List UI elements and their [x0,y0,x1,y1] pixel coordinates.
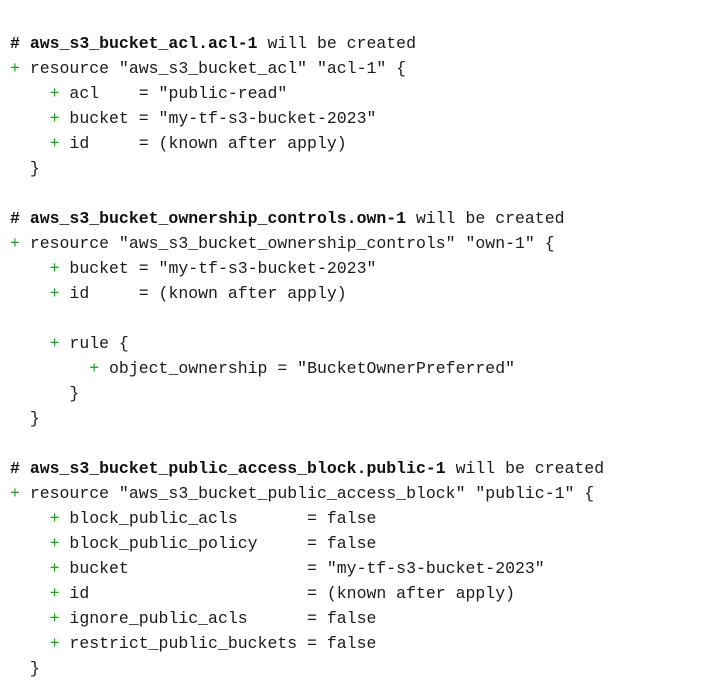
add-marker: + [49,258,60,278]
line-text: bucket = "my-tf-s3-bucket-2023" [69,558,545,578]
add-marker: + [49,83,60,103]
resource-action-note: will be created [406,208,565,228]
add-marker: + [10,58,20,78]
add-marker: + [89,358,100,378]
line-text: restrict_public_buckets = false [69,633,377,653]
closing-brace-line: } [10,381,714,406]
attribute-line: + id = (known after apply) [10,281,714,306]
add-marker: + [49,633,60,653]
line-text: resource "aws_s3_bucket_acl" "acl-1" { [29,58,407,78]
terraform-plan-output: # aws_s3_bucket_acl.acl-1 will be create… [0,17,714,681]
add-marker: + [10,483,20,503]
line-text: } [29,658,40,678]
closing-brace-line: } [10,406,714,431]
line-text: object_ownership = "BucketOwnerPreferred… [109,358,515,378]
line-text: acl = "public-read" [69,83,288,103]
resource-declaration-line: + resource "aws_s3_bucket_public_access_… [10,481,714,506]
line-text: id = (known after apply) [69,133,347,153]
resource-header-line: # aws_s3_bucket_public_access_block.publ… [10,456,714,481]
add-marker: + [49,608,60,628]
add-marker: + [49,133,60,153]
line-text: resource "aws_s3_bucket_ownership_contro… [29,233,555,253]
line-text: bucket = "my-tf-s3-bucket-2023" [69,108,377,128]
line-text: ignore_public_acls = false [69,608,377,628]
attribute-line: + block_public_acls = false [10,506,714,531]
add-marker: + [49,333,60,353]
resource-declaration-line: + resource "aws_s3_bucket_ownership_cont… [10,231,714,256]
attribute-line: + bucket = "my-tf-s3-bucket-2023" [10,256,714,281]
resource-header-line: # aws_s3_bucket_ownership_controls.own-1… [10,206,714,231]
add-marker: + [49,508,60,528]
blank-line [10,181,714,206]
closing-brace-line: } [10,156,714,181]
resource-address: aws_s3_bucket_ownership_controls.own-1 [29,208,407,228]
add-marker: + [49,583,60,603]
comment-hash-marker: # [10,33,20,53]
blank-line [10,431,714,456]
resource-address: aws_s3_bucket_public_access_block.public… [29,458,446,478]
attribute-line: + block_public_policy = false [10,531,714,556]
add-marker: + [49,558,60,578]
resource-action-note: will be created [445,458,605,478]
attribute-line: + id = (known after apply) [10,131,714,156]
attribute-line: + rule { [10,331,714,356]
resource-declaration-line: + resource "aws_s3_bucket_acl" "acl-1" { [10,56,714,81]
add-marker: + [49,533,60,553]
attribute-line: + bucket = "my-tf-s3-bucket-2023" [10,106,714,131]
line-text: block_public_acls = false [69,508,377,528]
resource-header-line: # aws_s3_bucket_acl.acl-1 will be create… [10,31,714,56]
comment-hash-marker: # [10,458,20,478]
comment-hash-marker: # [10,208,20,228]
add-marker: + [10,233,20,253]
line-text: id = (known after apply) [69,583,515,603]
line-text: } [29,158,40,178]
attribute-line: + ignore_public_acls = false [10,606,714,631]
attribute-line: + restrict_public_buckets = false [10,631,714,656]
line-text: id = (known after apply) [69,283,347,303]
line-text: block_public_policy = false [69,533,377,553]
add-marker: + [49,283,60,303]
line-text: bucket = "my-tf-s3-bucket-2023" [69,258,377,278]
resource-action-note: will be created [257,33,416,53]
add-marker: + [49,108,60,128]
attribute-line: + bucket = "my-tf-s3-bucket-2023" [10,556,714,581]
attribute-line: + id = (known after apply) [10,581,714,606]
attribute-line: + object_ownership = "BucketOwnerPreferr… [10,356,714,381]
closing-brace-line: } [10,656,714,681]
line-text: resource "aws_s3_bucket_public_access_bl… [29,483,595,503]
line-text: rule { [69,333,129,353]
line-text: } [69,383,80,403]
attribute-line: + acl = "public-read" [10,81,714,106]
line-text: } [29,408,40,428]
resource-address: aws_s3_bucket_acl.acl-1 [29,33,258,53]
blank-line [10,306,714,331]
